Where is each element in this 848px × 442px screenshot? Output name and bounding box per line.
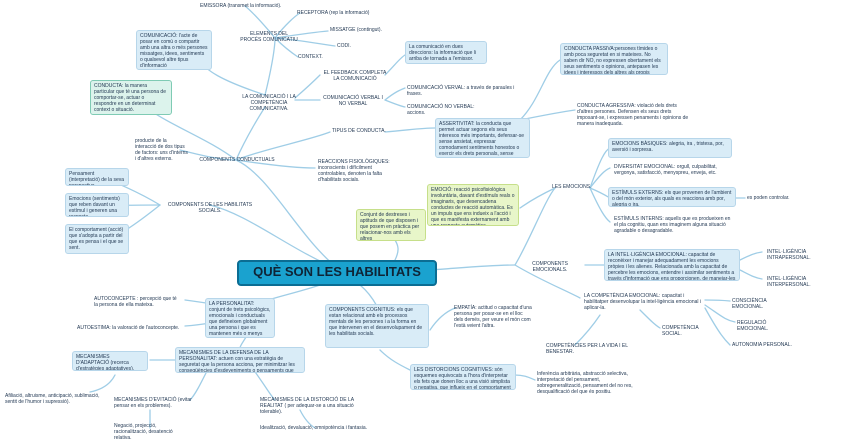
node-passiva: CONDUCTA PASSIVA:persones tímides o amb … — [560, 43, 668, 75]
node-interns: ESTÍMULS INTERNS: aquells que es produei… — [614, 216, 731, 234]
page-title: QUÈ SON LES HABILITATS SOCIALS — [237, 260, 437, 286]
node-context: CONTEXT. — [298, 54, 323, 60]
node-intel-emocional: LA INTEL·LIGÈNCIA EMOCIONAL: capacitat d… — [604, 249, 740, 281]
node-distorsio-realitat: MECANISMES DE LA DISTORCIÓ DE LA REALITA… — [260, 397, 354, 415]
node-emocions-aval: Emocions (sentiments) que reben davant u… — [65, 193, 129, 217]
node-conducta: CONDUCTA: la manera particular que té un… — [90, 80, 172, 115]
node-codi: CODI. — [337, 43, 351, 49]
node-inferencia: Inferència arbitrària, abstracció select… — [537, 371, 633, 395]
node-com-verbal: COMUNICACIÓ VERVAL: a través de paraules… — [407, 85, 515, 97]
node-adaptacio: MECANISMES D'ADAPTACIÓ (recerca d'estrat… — [72, 351, 148, 371]
node-verbal: COMUNICACIÓ VERBAL I NO VERBAL — [323, 95, 383, 107]
node-regulacio: REGULACIÓ EMOCIONAL. — [737, 320, 769, 332]
node-comunicacio-def: COMUNICACIÓ: l'acte de posar en comú o c… — [136, 30, 212, 70]
node-autoestima: AUTOESTIMA: la valoració de l'autoconcep… — [77, 325, 180, 331]
node-distorsions: LES DISTORCIONS COGNITIVES: són esquemes… — [410, 364, 516, 390]
node-agressiva: CONDUCTA AGRESSIVA: violació dels drets … — [577, 103, 689, 127]
node-autoconcepte: AUTOCONCEPTE : percepció que té la perso… — [94, 296, 177, 308]
node-com-no-verbal: COMUNICACIÓ NO VERBAL: accions. — [407, 104, 475, 116]
node-consciencia: CONSCIÈNCIA EMOCIONAL. — [732, 298, 767, 310]
node-cognitius: COMPONENTS COGNITIUS: els que estan rela… — [325, 304, 429, 348]
node-autonomia: AUTONOMIA PERSONAL. — [732, 342, 792, 348]
node-comp-emocionals: COMPONENTS EMOCIONALS. — [532, 261, 568, 273]
node-intrapersonal: INTEL·LIGÈNCIA INTRAPERSONAL. — [767, 249, 811, 261]
node-poden: es poden controlar. — [747, 195, 790, 201]
node-comunicacio-competencia: LA COMUNICACIÓ I LA COMPETÈNCIA COMUNICA… — [242, 94, 296, 112]
node-interpersonal: INTEL·LIGÈNCIA INTERPERSONAL. — [767, 276, 811, 288]
node-factors: producte de la interacció de dos tipus d… — [135, 138, 188, 162]
node-conjunt: Conjunt de destreses i aptituds de que d… — [356, 209, 426, 241]
node-empatia: EMPATÍA: actitud o capacitat d'una perso… — [454, 305, 532, 329]
node-feedback: EL FEEDBACK COMPLETA LA COMUNICACIÓ — [323, 70, 387, 82]
node-evitacio: MECANISMES D'EVITACIÓ (evitar pensar en … — [114, 397, 192, 409]
node-idealitzacio: Idealització, devaluació, omnipotència i… — [260, 425, 368, 431]
node-assertivitat: ASSERTIVITAT: la conducta que permet act… — [435, 118, 530, 158]
node-emissora: EMISSORA (transmet la informació). — [200, 3, 282, 9]
node-comp-conductuals: COMPONENTS CONDUCTUALS — [199, 157, 275, 163]
node-receptora: RECEPTORA (rep la informació) — [297, 10, 370, 16]
node-defensa: MECANISMES DE LA DEFENSA DE LA PERSONALI… — [175, 347, 305, 373]
node-comp-emocional: LA COMPETÈNCIA EMOCIONAL: capacitat i ha… — [584, 293, 702, 311]
node-les-emocions: LES EMOCIONS. — [552, 184, 592, 190]
node-diversitat: DIVERSITAT EMOCIONAL: orgull, culpabilit… — [614, 164, 717, 176]
node-externs: ESTÍMULS EXTERNS: els que provenen de l'… — [608, 187, 736, 207]
node-reaccions: REACCIONS FISIOLÒGIQUES: inconscients i … — [318, 159, 390, 183]
node-basiques: EMOCIONS BÀSIQUES: alegria, ira , triste… — [608, 138, 732, 158]
node-afiliacio: Afiliació, altruisme, anticipació, subli… — [5, 393, 100, 405]
node-comportament: El comportament (acció) que s'adopta a p… — [65, 224, 129, 254]
node-personalitat: LA PERSONALITAT: conjunt de trets psicol… — [205, 298, 275, 338]
node-negacio: Negació, projecció, racionalització, des… — [114, 423, 173, 441]
node-missatge: MISSATGE (contingut). — [330, 27, 382, 33]
node-pensament: Pensament (interpretació) de la seva per… — [65, 168, 129, 186]
node-comp-habilitats: COMPONENTS DE LES HABILITATS SOCIALS. — [167, 202, 253, 214]
node-feedback-desc: La comunicació en dues direccions: la in… — [405, 41, 487, 64]
node-emocio: EMOCIÓ: reacció psicofisiològica involun… — [427, 184, 519, 226]
node-tipus-conducta: TIPUS DE CONDUCTA. — [332, 128, 386, 134]
node-vida: COMPETÈNCIES PER LA VIDA I EL BENESTAR. — [546, 343, 628, 355]
node-comp-social: COMPETÈNCIA SOCIAL. — [662, 325, 699, 337]
node-elements: ELEMENTS DEL PROCÉS COMUNICATIU — [240, 31, 298, 43]
